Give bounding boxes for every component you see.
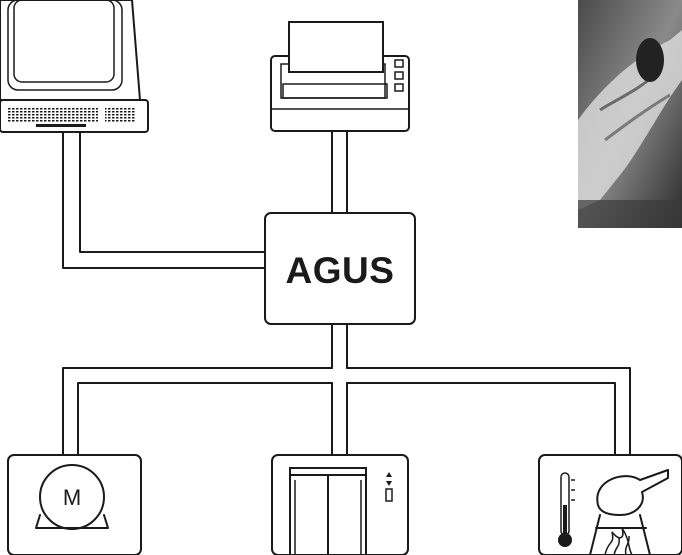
motor-label: M (63, 485, 81, 510)
hand-photo-image (578, 0, 682, 228)
agus-hub-box: AGUS (264, 212, 416, 325)
printer-icon (270, 21, 410, 132)
cable-hub-to-bus (331, 324, 348, 369)
cable-bus-horizontal (62, 367, 631, 456)
cable-terminal-to-hub (62, 131, 266, 269)
motor-device-box: M (7, 454, 142, 555)
elevator-icon (271, 454, 409, 555)
thermometer-burner-icon (538, 454, 682, 555)
cable-bus-to-elevator (331, 382, 348, 456)
hub-label: AGUS (286, 250, 395, 291)
computer-terminal-icon (0, 0, 149, 133)
cable-printer-to-hub (331, 131, 348, 213)
